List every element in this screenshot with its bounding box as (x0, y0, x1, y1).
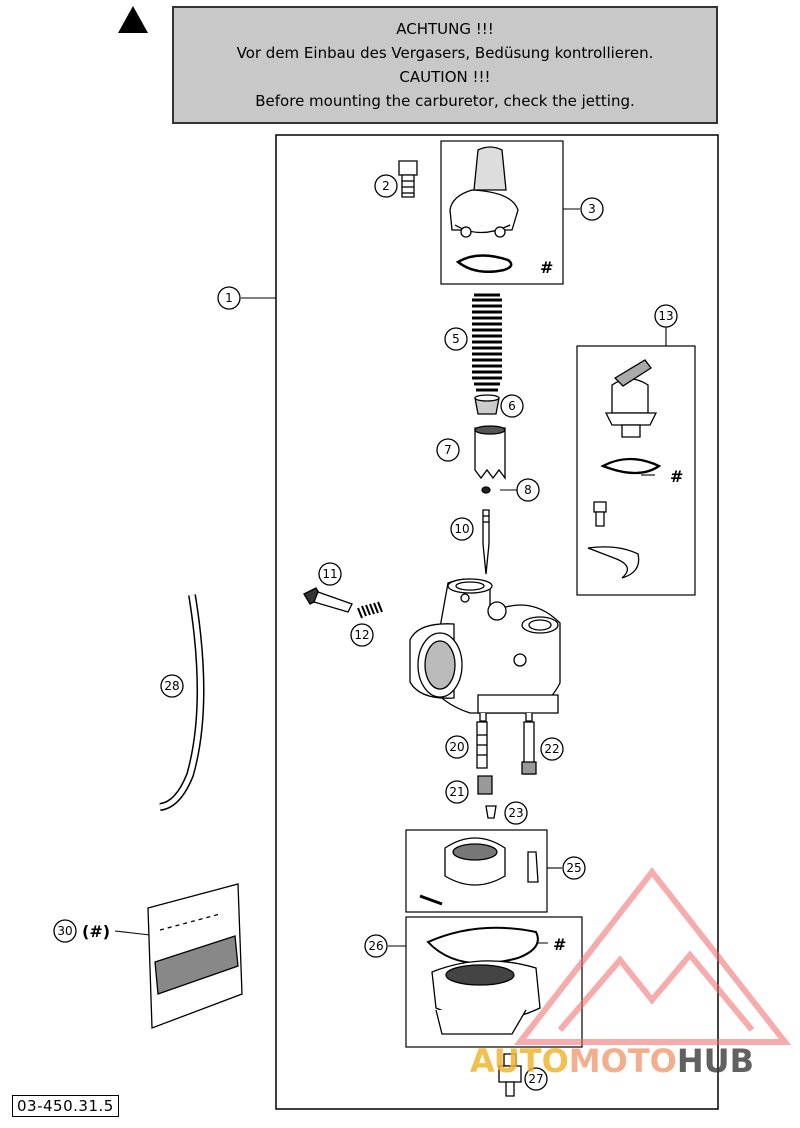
part-11-idle-screw (303, 587, 353, 613)
callout-13: 13 (654, 304, 678, 328)
svg-text:12: 12 (354, 628, 369, 642)
callout-2: 2 (374, 174, 398, 198)
assembly-frame (275, 134, 719, 1110)
part-number-label: 03-450.31.5 (12, 1095, 119, 1117)
svg-text:23: 23 (508, 806, 523, 820)
callout-25: 25 (562, 856, 586, 880)
caution-box: ACHTUNG !!! Vor dem Einbau des Vergasers… (172, 6, 718, 124)
part-21-jet (477, 775, 493, 795)
box-part-13 (576, 345, 696, 596)
part-12-spring (357, 601, 383, 619)
box-part-3 (440, 140, 564, 285)
caution-line-de-title: ACHTUNG !!! (396, 20, 494, 38)
part-26-float-bowl (426, 926, 541, 1035)
callout-5: 5 (444, 327, 468, 351)
part-5-spring (472, 293, 502, 392)
part-7-throttle-slide (474, 425, 506, 480)
hash-mark-26: # (553, 935, 566, 954)
warning-triangle-icon (118, 6, 148, 33)
part-10-needle (482, 509, 490, 575)
callout-27: 27 (524, 1067, 548, 1091)
svg-text:28: 28 (164, 679, 179, 693)
part-20-jet (476, 721, 488, 769)
part-6-retainer (474, 394, 500, 415)
svg-text:5: 5 (452, 332, 460, 346)
callout-20: 20 (445, 735, 469, 759)
part-8-clip (481, 486, 491, 494)
svg-text:21: 21 (449, 785, 464, 799)
hash-mark-3: # (540, 258, 553, 277)
box-part-26 (405, 916, 583, 1048)
svg-text:25: 25 (566, 861, 581, 875)
callout-1: 1 (217, 286, 241, 310)
svg-text:26: 26 (368, 939, 383, 953)
hash-mark-30: (#) (82, 922, 110, 941)
svg-text:11: 11 (322, 567, 337, 581)
callout-21: 21 (445, 780, 469, 804)
part-30-jet-kit-bag (147, 883, 243, 1029)
callout-23: 23 (504, 801, 528, 825)
caution-line-en-text: Before mounting the carburetor, check th… (255, 92, 635, 110)
callout-28: 28 (160, 674, 184, 698)
carburetor-body (409, 578, 561, 722)
part-3-cover-cap (449, 146, 519, 273)
svg-text:7: 7 (444, 443, 452, 457)
part-23-jet (485, 805, 497, 819)
callout-26: 26 (364, 934, 388, 958)
callout-11: 11 (318, 562, 342, 586)
callout-12: 12 (350, 623, 374, 647)
svg-text:13: 13 (658, 309, 673, 323)
callout-30: 30 (53, 919, 77, 943)
svg-text:30: 30 (57, 924, 72, 938)
svg-text:1: 1 (225, 291, 233, 305)
callout-3: 3 (580, 197, 604, 221)
watermark-logo-icon (513, 867, 792, 1045)
part-22-jet (521, 721, 537, 775)
svg-text:22: 22 (544, 742, 559, 756)
svg-text:27: 27 (528, 1072, 543, 1086)
part-27-drain-screw (498, 1053, 522, 1097)
callout-7: 7 (436, 438, 460, 462)
hash-mark-13: # (670, 467, 683, 486)
box-part-25 (405, 829, 548, 913)
svg-text:20: 20 (449, 740, 464, 754)
callout-8: 8 (516, 478, 540, 502)
leader-lines (114, 208, 667, 947)
watermark-text: AUTOMOTOHUB (470, 1042, 755, 1080)
svg-text:3: 3 (588, 202, 596, 216)
part-25-float (419, 837, 539, 906)
svg-text:6: 6 (508, 399, 516, 413)
callout-6: 6 (500, 394, 524, 418)
svg-text:2: 2 (382, 179, 390, 193)
callout-10: 10 (450, 517, 474, 541)
svg-text:10: 10 (454, 522, 469, 536)
caution-line-en-title: CAUTION !!! (399, 68, 491, 86)
svg-text:8: 8 (524, 483, 532, 497)
callout-22: 22 (540, 737, 564, 761)
caution-line-de-text: Vor dem Einbau des Vergasers, Bedüsung k… (236, 44, 654, 62)
part-2-screw (398, 160, 418, 198)
part-13-choke (587, 359, 662, 579)
